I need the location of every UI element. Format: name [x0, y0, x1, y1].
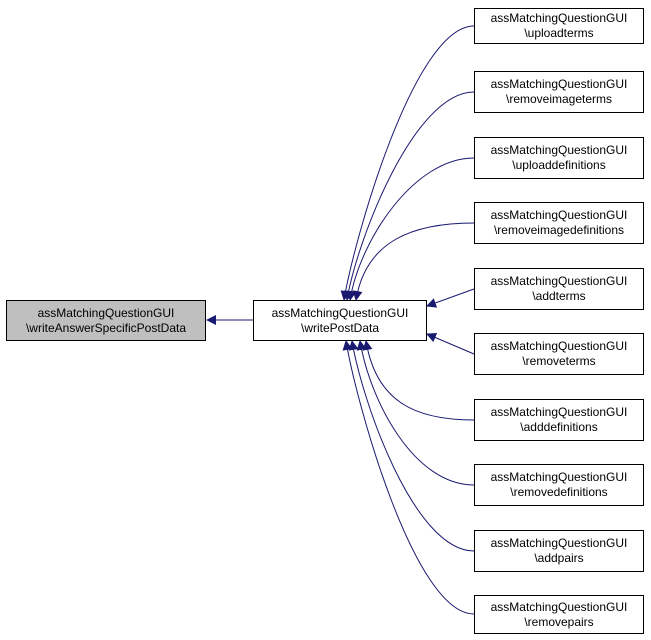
edge-arrow — [356, 340, 475, 486]
node-caller-line2: \uploadterms — [524, 26, 594, 40]
node-caller[interactable]: assMatchingQuestionGUI \removedefinition… — [474, 464, 644, 506]
edge-arrow — [343, 91, 475, 301]
node-caller-line1: assMatchingQuestionGUI — [490, 143, 628, 157]
node-caller-line2: \addterms — [532, 289, 586, 303]
node-caller-line2: \removeimageterms — [505, 92, 613, 106]
node-caller[interactable]: assMatchingQuestionGUI \removepairs — [474, 595, 644, 634]
node-caller[interactable]: assMatchingQuestionGUI \adddefinitions — [474, 399, 644, 441]
node-caller[interactable]: assMatchingQuestionGUI \removeimageterms — [474, 71, 644, 113]
edge-arrow — [346, 157, 475, 301]
node-caller[interactable]: assMatchingQuestionGUI \removeterms — [474, 333, 644, 375]
node-caller-line2: \removeimagedefinitions — [493, 223, 625, 237]
node-caller-line1: assMatchingQuestionGUI — [490, 208, 628, 222]
node-caller-line2: \uploaddefinitions — [512, 158, 606, 172]
node-caller[interactable]: assMatchingQuestionGUI \removeimagedefin… — [474, 202, 644, 244]
node-caller-line1: assMatchingQuestionGUI — [490, 339, 628, 353]
node-center[interactable]: assMatchingQuestionGUI \writePostData — [253, 300, 427, 341]
node-caller-line2: \adddefinitions — [520, 420, 598, 434]
edge-arrow — [426, 332, 475, 355]
edge-arrow — [342, 340, 475, 615]
edge-arrow — [340, 25, 475, 301]
edge-arrow — [426, 288, 475, 308]
node-center-line2: \writePostData — [300, 320, 380, 335]
node-caller-line1: assMatchingQuestionGUI — [490, 536, 628, 550]
node-caller-line1: assMatchingQuestionGUI — [490, 11, 628, 25]
edge-arrow — [348, 340, 475, 552]
node-caller-line2: \removepairs — [524, 614, 594, 629]
node-root-line2: \writeAnswerSpecificPostData — [25, 320, 187, 335]
node-caller-line2: \removeterms — [522, 354, 596, 368]
node-caller[interactable]: assMatchingQuestionGUI \addpairs — [474, 530, 644, 572]
node-caller-line2: \removedefinitions — [510, 485, 608, 499]
node-caller-line2: \addpairs — [534, 551, 584, 565]
node-caller[interactable]: assMatchingQuestionGUI \uploadterms — [474, 8, 644, 44]
edge-arrow — [362, 340, 475, 421]
node-caller[interactable]: assMatchingQuestionGUI \addterms — [474, 268, 644, 310]
node-caller[interactable]: assMatchingQuestionGUI \uploaddefinition… — [474, 137, 644, 179]
node-root-line1: assMatchingQuestionGUI — [37, 305, 175, 320]
node-center-line1: assMatchingQuestionGUI — [271, 305, 409, 320]
node-caller-line1: assMatchingQuestionGUI — [490, 77, 628, 91]
node-root[interactable]: assMatchingQuestionGUI \writeAnswerSpeci… — [6, 300, 206, 341]
edge-arrow — [352, 222, 475, 301]
node-caller-line1: assMatchingQuestionGUI — [490, 274, 628, 288]
node-caller-line1: assMatchingQuestionGUI — [490, 599, 628, 614]
node-caller-line1: assMatchingQuestionGUI — [490, 470, 628, 484]
node-caller-line1: assMatchingQuestionGUI — [490, 405, 628, 419]
